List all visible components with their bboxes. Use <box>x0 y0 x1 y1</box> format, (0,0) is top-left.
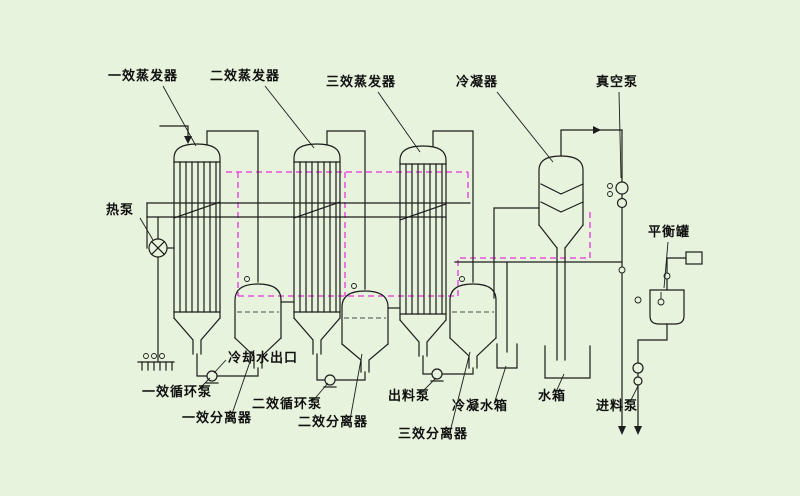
feed-pump-symbol <box>632 362 644 386</box>
separator-2 <box>341 283 389 373</box>
label-evaporator-2: 二效蒸发器 <box>210 69 281 84</box>
label-condenser: 冷凝器 <box>456 75 499 90</box>
valve-symbols <box>618 266 642 304</box>
water-tank <box>544 345 591 379</box>
evaporator-2 <box>293 143 341 355</box>
discharge-pump-symbol <box>430 368 444 382</box>
label-feed-pump: 进料泵 <box>596 399 639 414</box>
label-discharge-pump: 出料泵 <box>388 389 431 404</box>
flow-arrow-icons <box>184 126 642 435</box>
evaporator-3 <box>399 145 447 357</box>
circulation-pump-1-symbol <box>205 370 219 384</box>
label-cooling-water-outlet: 冷却水出口 <box>228 351 299 366</box>
condensate-tank <box>496 343 518 369</box>
heat-pump-symbol <box>143 238 168 359</box>
circulation-pump-2-symbol <box>323 374 337 388</box>
label-evaporator-3: 三效蒸发器 <box>326 75 397 90</box>
label-circulation-pump-2: 二效循环泵 <box>252 397 323 412</box>
evaporator-1 <box>173 143 221 355</box>
separator-1 <box>234 276 282 369</box>
label-circulation-pump-1: 一效循环泵 <box>142 385 213 400</box>
label-condensate-tank: 冷凝水箱 <box>452 399 509 414</box>
label-heat-pump: 热泵 <box>106 203 135 218</box>
label-separator-1: 一效分离器 <box>182 411 253 426</box>
label-balance-tank: 平衡罐 <box>648 225 691 240</box>
label-water-tank: 水箱 <box>538 389 567 404</box>
vapor-dashed-lines <box>226 171 591 297</box>
label-leader-lines <box>139 85 669 433</box>
balance-tank <box>649 251 703 325</box>
main-piping <box>137 125 687 429</box>
vacuum-pump-symbol <box>607 181 629 209</box>
condenser <box>538 155 584 361</box>
separator-3 <box>449 276 497 369</box>
label-separator-3: 三效分离器 <box>398 427 469 442</box>
label-evaporator-1: 一效蒸发器 <box>108 69 179 84</box>
label-vacuum-pump: 真空泵 <box>596 75 639 90</box>
label-separator-2: 二效分离器 <box>298 415 369 430</box>
